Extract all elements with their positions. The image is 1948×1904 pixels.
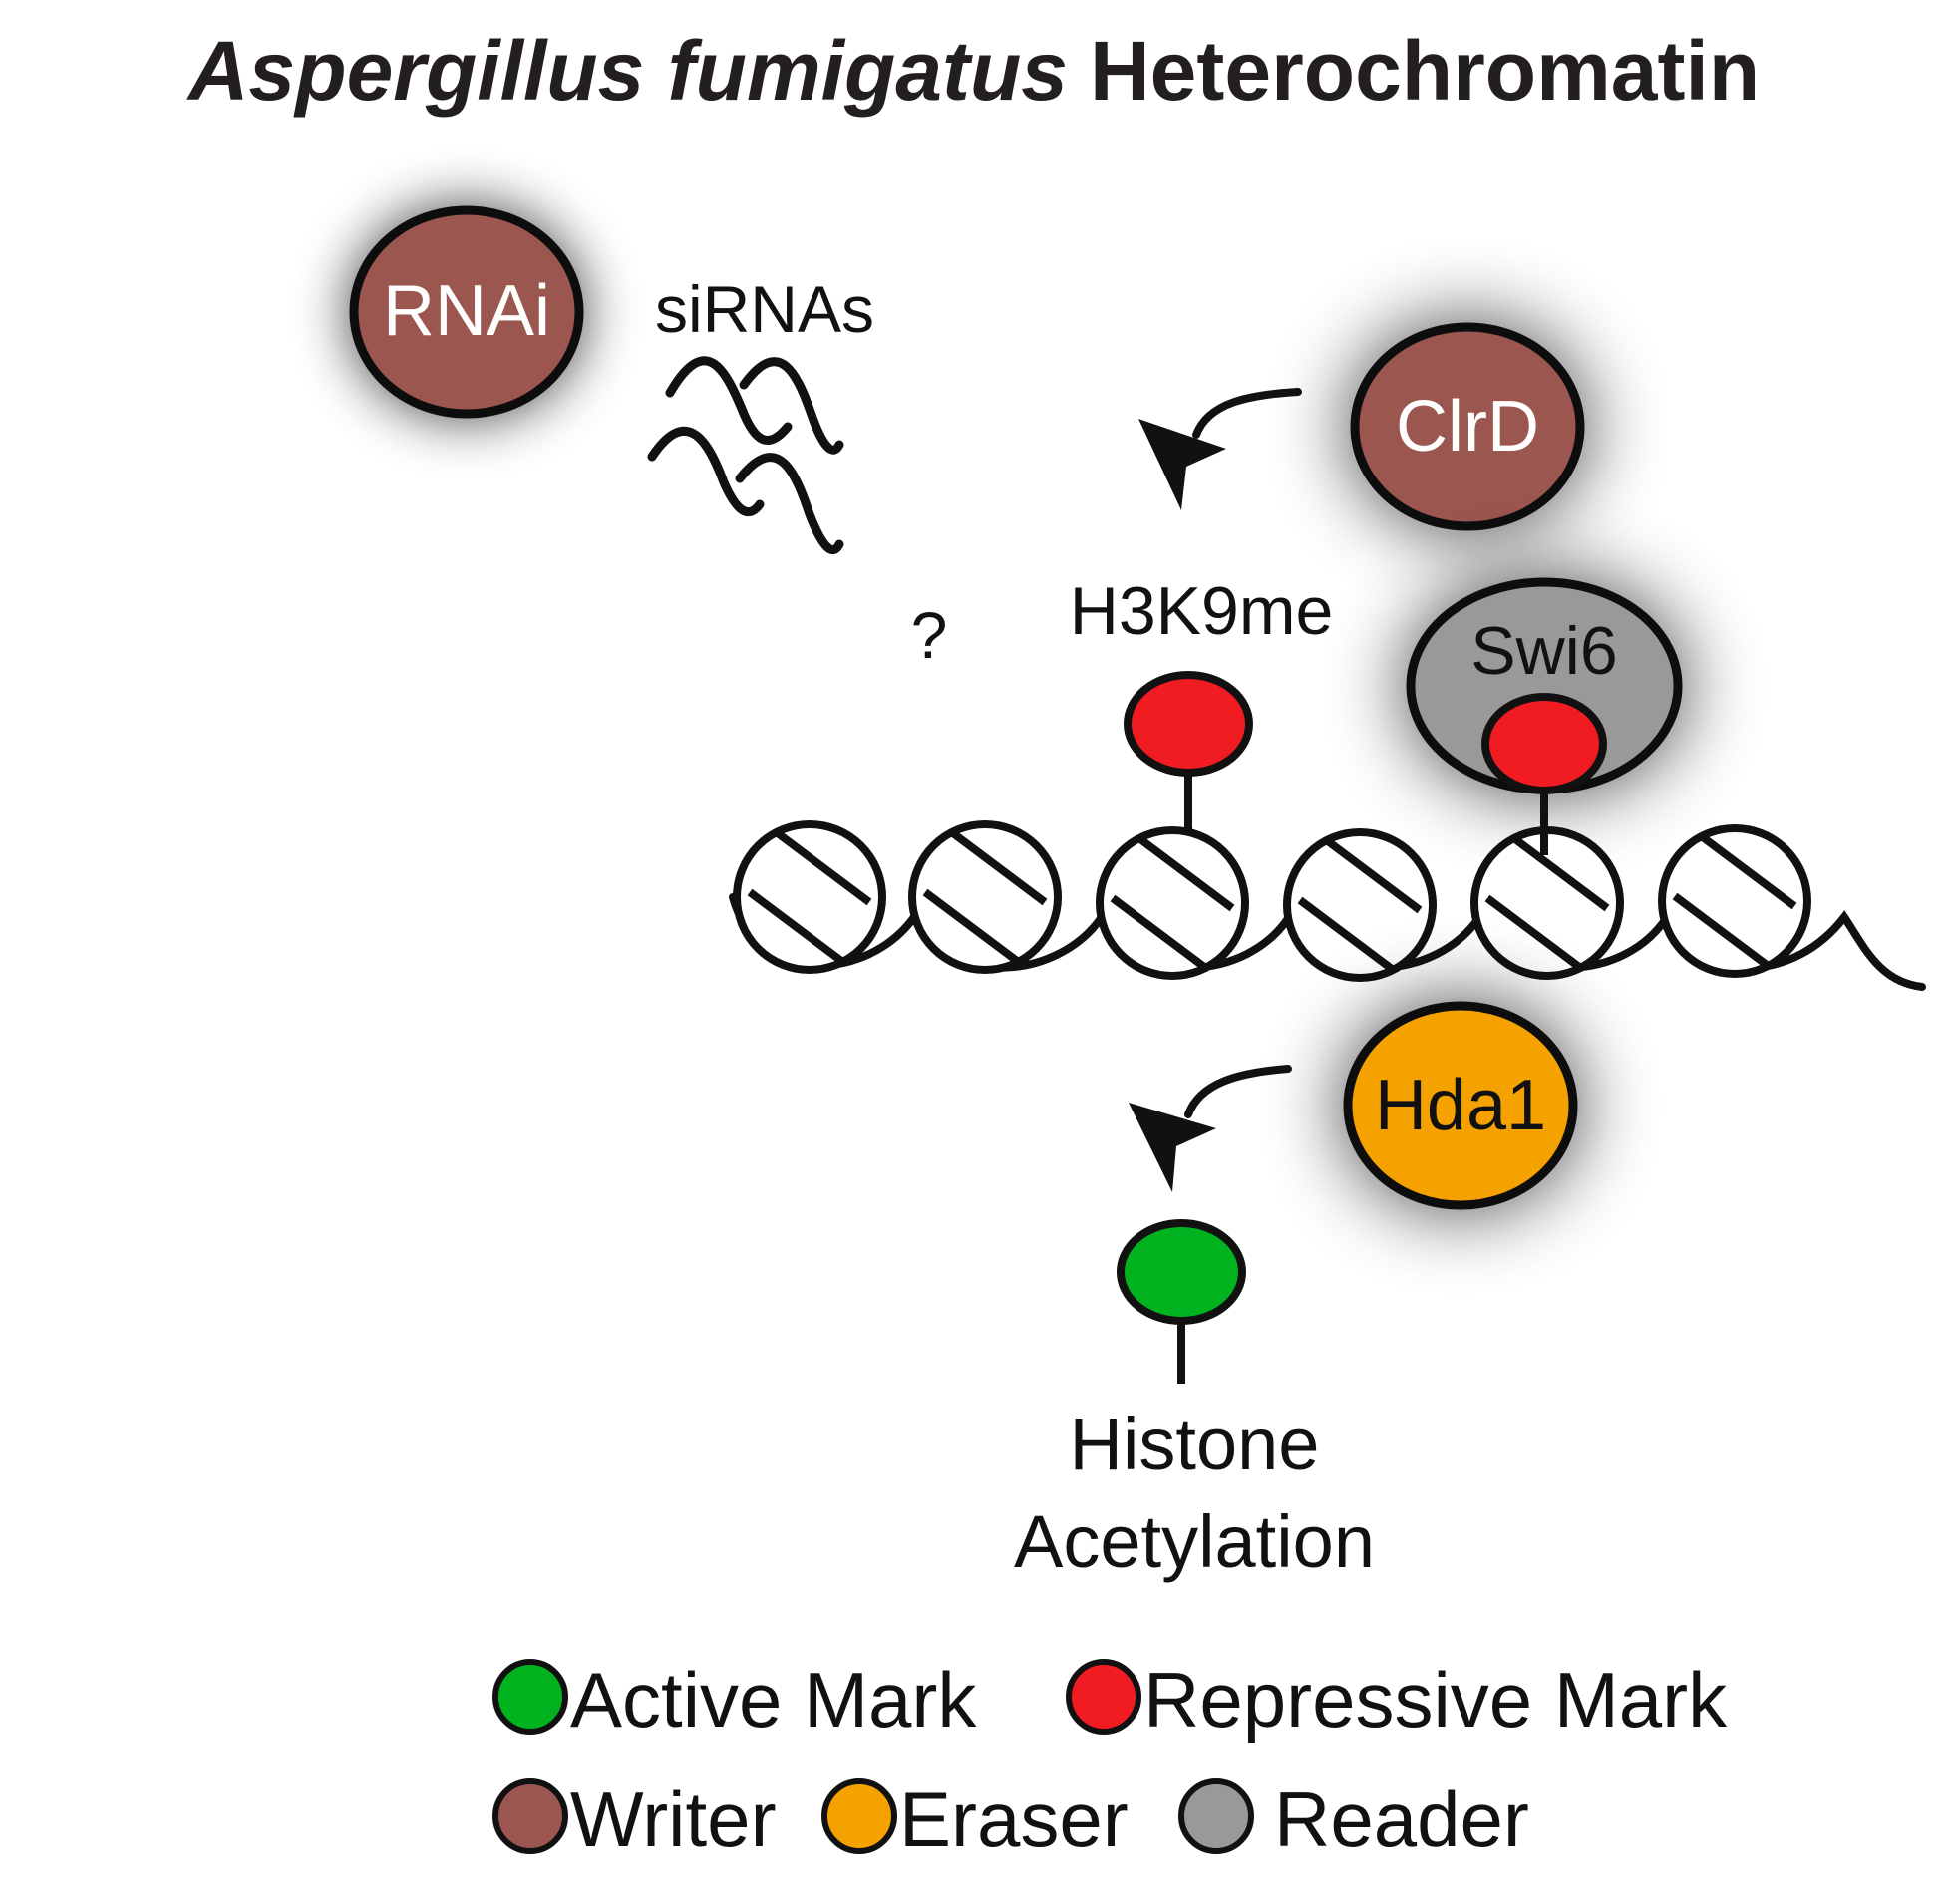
active-mark bbox=[1117, 1219, 1246, 1384]
hda1-arrow-icon bbox=[1129, 1065, 1292, 1192]
legend-active-label: Active Mark bbox=[570, 1656, 977, 1744]
legend: Active Mark Repressive Mark Writer Erase… bbox=[492, 1656, 1728, 1863]
title-rest: Heterochromatin bbox=[1090, 24, 1760, 118]
sirna-squiggles bbox=[647, 356, 844, 554]
legend-active: Active Mark bbox=[492, 1656, 977, 1744]
acetylation-label: Acetylation bbox=[1014, 1500, 1375, 1583]
nucleosome bbox=[710, 783, 909, 1012]
question-mark: ? bbox=[911, 598, 948, 672]
sirnas-label: siRNAs bbox=[655, 272, 874, 346]
histone-label: Histone bbox=[1070, 1403, 1320, 1485]
swi6-reader: Swi6 bbox=[1406, 577, 1683, 794]
legend-writer: Writer bbox=[492, 1775, 777, 1863]
legend-eraser: Eraser bbox=[821, 1775, 1129, 1863]
nucleosome-array bbox=[710, 783, 1834, 1020]
legend-reader-label: Reader bbox=[1274, 1775, 1529, 1863]
legend-repressive: Repressive Mark bbox=[1066, 1656, 1728, 1744]
rnai-writer: RNAi bbox=[349, 205, 584, 419]
h3k9me-label: H3K9me bbox=[1070, 573, 1334, 649]
rnai-label: RNAi bbox=[383, 271, 550, 351]
legend-reader: Reader bbox=[1178, 1775, 1529, 1863]
nucleosome bbox=[1635, 787, 1834, 1016]
nucleosome bbox=[1073, 789, 1272, 1018]
clrd-arrow-icon bbox=[1138, 388, 1302, 510]
legend-eraser-label: Eraser bbox=[899, 1775, 1129, 1863]
nucleosome bbox=[1260, 791, 1460, 1020]
legend-repressive-label: Repressive Mark bbox=[1143, 1656, 1728, 1744]
nucleosome bbox=[885, 783, 1085, 1012]
repressive-mark-bound bbox=[1481, 693, 1607, 855]
swi6-label: Swi6 bbox=[1470, 613, 1617, 689]
repressive-mark-free bbox=[1124, 671, 1253, 831]
legend-writer-label: Writer bbox=[570, 1775, 777, 1863]
title-species: Aspergillus fumigatus bbox=[186, 24, 1068, 118]
hda1-eraser: Hda1 bbox=[1343, 1001, 1578, 1210]
clrd-writer: ClrD bbox=[1350, 322, 1585, 531]
hda1-label: Hda1 bbox=[1375, 1066, 1546, 1145]
clrd-label: ClrD bbox=[1396, 387, 1539, 467]
